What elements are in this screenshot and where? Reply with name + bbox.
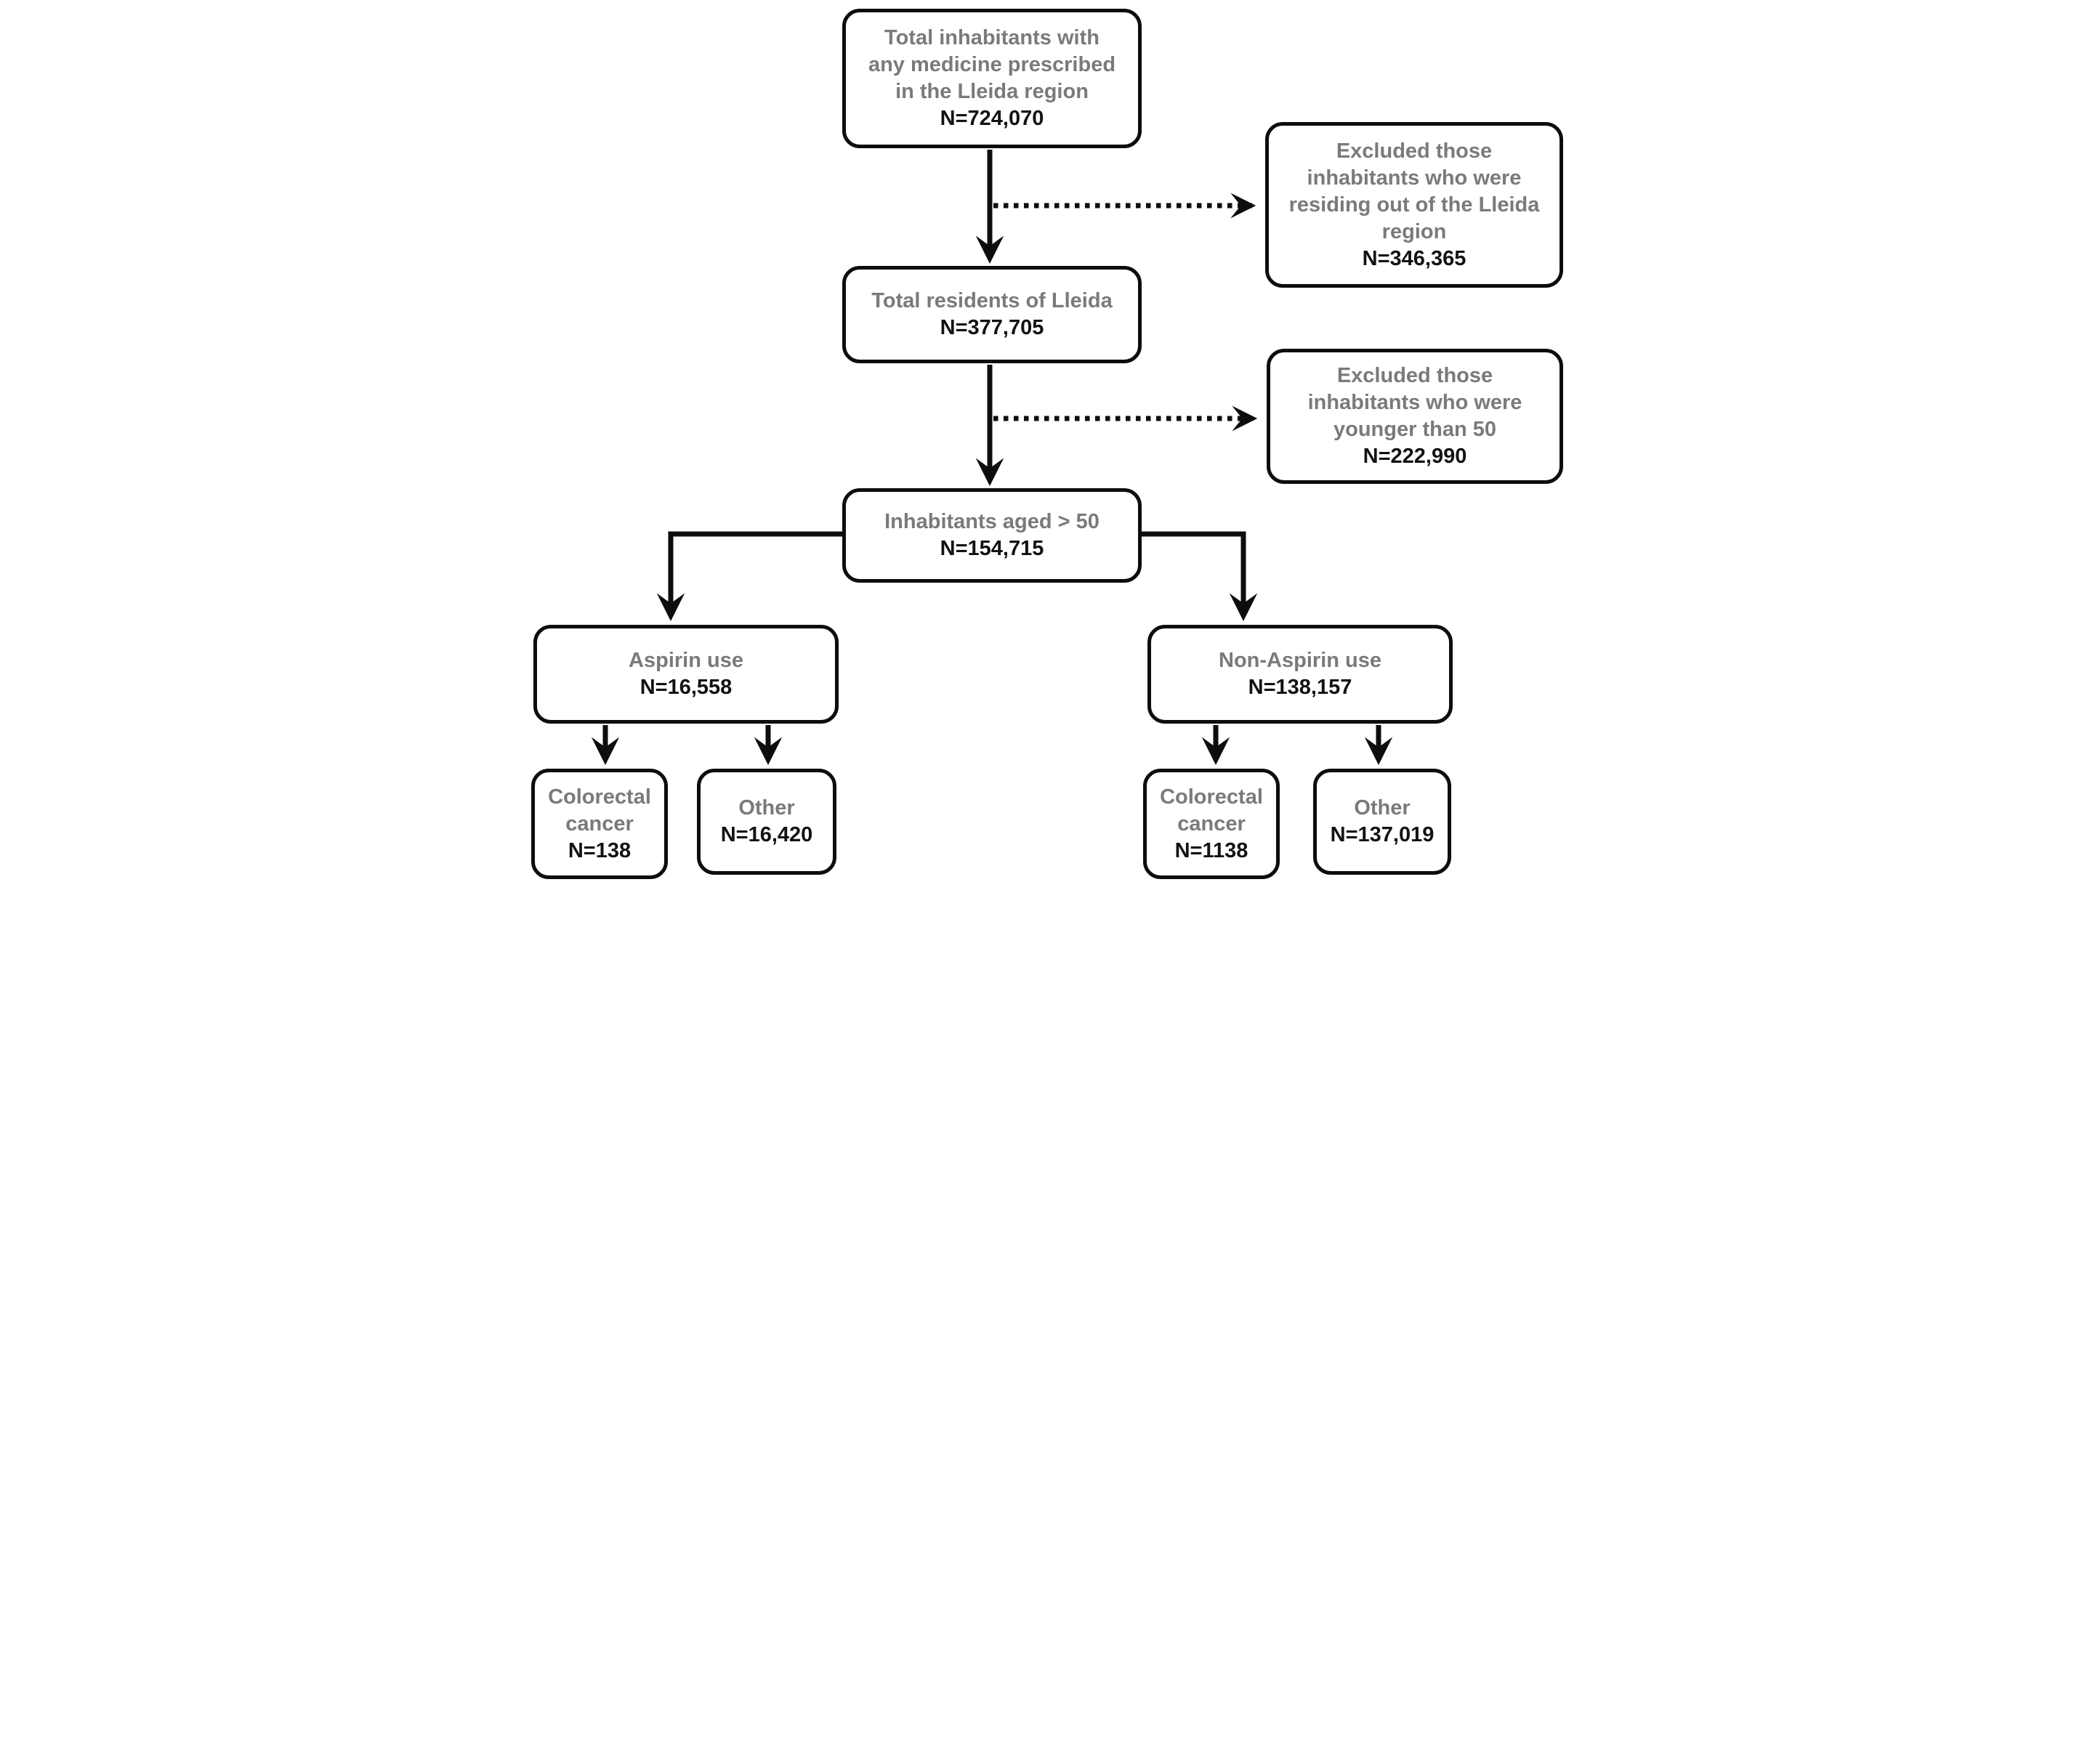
node-label-line: inhabitants who were bbox=[1307, 391, 1522, 414]
flow-diagram: Total inhabitants with any medicine pres… bbox=[522, 0, 1568, 882]
node-label-line: cancer bbox=[565, 812, 634, 836]
node-count: N=138 bbox=[568, 838, 632, 862]
node-label-line: residing out of the Lleida bbox=[1288, 193, 1540, 217]
node-total-prescribed: Total inhabitants with any medicine pres… bbox=[842, 9, 1142, 148]
node-count: N=1138 bbox=[1174, 838, 1248, 862]
connector-layer bbox=[591, 150, 1393, 765]
node-label: Inhabitants aged > 50 bbox=[884, 509, 1100, 535]
node-label: Aspirin use bbox=[629, 647, 743, 674]
node-count: N=16,420 bbox=[720, 823, 813, 846]
node-excluded-out-of-region: Excluded those inhabitants who were resi… bbox=[1265, 122, 1563, 288]
node-label-line: inhabitants who were bbox=[1307, 166, 1522, 190]
node-count: N=138,157 bbox=[1248, 676, 1352, 699]
node-label-line: Other bbox=[1354, 796, 1411, 820]
node-label: Colorectal cancer bbox=[1160, 784, 1263, 838]
node-label: Colorectal cancer bbox=[548, 784, 651, 838]
node-aspirin-use: Aspirin use N=16,558 bbox=[533, 625, 839, 724]
node-excluded-younger-than-50: Excluded those inhabitants who were youn… bbox=[1267, 349, 1563, 484]
node-label-line: Colorectal bbox=[548, 785, 651, 809]
node-label: Total residents of Lleida bbox=[871, 288, 1112, 315]
node-label: Other bbox=[738, 795, 794, 822]
node-label: Excluded those inhabitants who were youn… bbox=[1308, 363, 1522, 443]
node-label: Non-Aspirin use bbox=[1219, 647, 1381, 674]
node-label-line: younger than 50 bbox=[1334, 418, 1496, 441]
edge-aged-to-non-aspirin-arrow bbox=[1141, 531, 1258, 621]
node-count: N=724,070 bbox=[940, 107, 1044, 130]
node-aspirin-colorectal-cancer: Colorectal cancer N=138 bbox=[531, 769, 668, 879]
node-non-aspirin-use: Non-Aspirin use N=138,157 bbox=[1147, 625, 1453, 724]
node-count: N=154,715 bbox=[940, 537, 1044, 560]
node-non-aspirin-colorectal-cancer: Colorectal cancer N=1138 bbox=[1143, 769, 1280, 879]
node-label-line: Excluded those bbox=[1336, 139, 1493, 163]
node-label-line: region bbox=[1381, 219, 1447, 243]
node-label: Other bbox=[1354, 795, 1410, 822]
node-aspirin-other: Other N=16,420 bbox=[697, 769, 836, 875]
node-non-aspirin-other: Other N=137,019 bbox=[1313, 769, 1451, 875]
node-label: Total inhabitants with any medicine pres… bbox=[868, 25, 1115, 105]
edge-aged-to-aspirin-arrow bbox=[656, 531, 843, 621]
node-count: N=222,990 bbox=[1363, 445, 1467, 468]
node-label-line: Inhabitants aged > 50 bbox=[884, 510, 1100, 533]
node-label-line: Non-Aspirin use bbox=[1219, 649, 1381, 672]
node-count: N=137,019 bbox=[1330, 823, 1435, 846]
node-total-residents: Total residents of Lleida N=377,705 bbox=[842, 266, 1142, 363]
node-label-line: any medicine prescribed bbox=[868, 53, 1116, 76]
node-label-line: Total residents of Lleida bbox=[871, 289, 1113, 312]
node-inhabitants-aged-over-50: Inhabitants aged > 50 N=154,715 bbox=[842, 488, 1142, 583]
node-count: N=377,705 bbox=[940, 316, 1044, 339]
node-label-line: Excluded those bbox=[1336, 364, 1493, 387]
node-count: N=346,365 bbox=[1362, 246, 1466, 270]
node-label: Excluded those inhabitants who were resi… bbox=[1289, 138, 1540, 246]
node-count: N=16,558 bbox=[639, 676, 733, 699]
node-label-line: Other bbox=[738, 796, 795, 820]
node-label-line: Total inhabitants with bbox=[884, 26, 1100, 49]
node-label-line: Aspirin use bbox=[629, 649, 743, 672]
node-label-line: cancer bbox=[1177, 812, 1246, 836]
node-label-line: Colorectal bbox=[1160, 785, 1263, 809]
node-label-line: in the Lleida region bbox=[895, 80, 1089, 103]
